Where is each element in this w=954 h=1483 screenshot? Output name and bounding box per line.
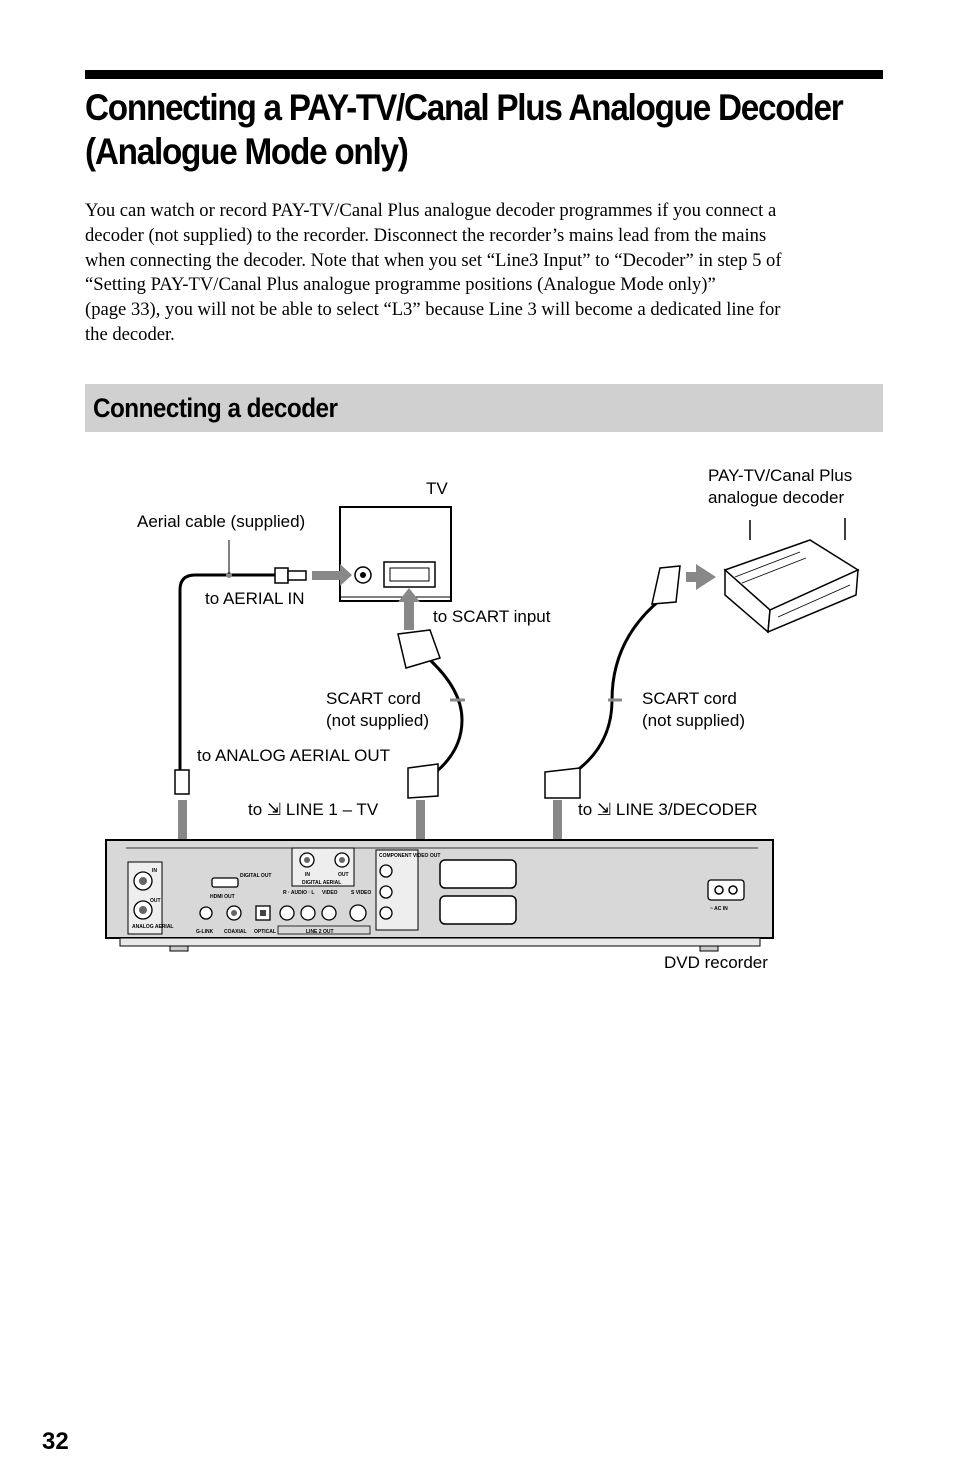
decoder-illustration (723, 518, 860, 634)
to-scart-input-label: to SCART input (433, 607, 551, 626)
svg-text:~ AC IN: ~ AC IN (710, 906, 728, 912)
page-title-line-2: (Analogue Mode only) (85, 131, 409, 172)
dvd-recorder-illustration: IN OUT ANALOG AERIAL G-LINK HDMI OUT DIG… (105, 839, 774, 952)
svg-text:OUT: OUT (150, 898, 161, 904)
to-line3-label: to ⇲ LINE 3/DECODER (578, 800, 758, 819)
scart-cord-right-line-2: (not supplied) (642, 711, 746, 730)
scart-cord-left (397, 629, 465, 799)
svg-text:COMPONENT VIDEO OUT: COMPONENT VIDEO OUT (379, 853, 440, 859)
page-title-line-1: Connecting a PAY-TV/Canal Plus Analogue … (85, 87, 844, 128)
aerial-cable-label: Aerial cable (supplied) (137, 512, 306, 531)
svg-text:OPTICAL: OPTICAL (254, 929, 276, 935)
page-title: Connecting a PAY-TV/Canal Plus Analogue … (85, 86, 844, 174)
svg-text:ANALOG AERIAL: ANALOG AERIAL (132, 924, 173, 930)
title-rule (85, 70, 883, 79)
decoder-label-line-2: analogue decoder (708, 488, 845, 507)
intro-line: “Setting PAY-TV/Canal Plus analogue prog… (85, 274, 716, 296)
svg-text:S VIDEO: S VIDEO (351, 890, 371, 896)
svg-text:G-LINK: G-LINK (196, 929, 214, 935)
scart-cord-left-line-1: SCART cord (326, 689, 421, 708)
svg-text:COAXIAL: COAXIAL (224, 929, 247, 935)
to-analog-aerial-out-label: to ANALOG AERIAL OUT (197, 746, 391, 765)
svg-text:IN: IN (305, 872, 310, 878)
tv-illustration (339, 506, 452, 602)
to-aerial-in-label: to AERIAL IN (205, 589, 305, 608)
svg-text:LINE 2 OUT: LINE 2 OUT (306, 929, 334, 935)
intro-paragraph: You can watch or record PAY-TV/Canal Plu… (85, 199, 885, 348)
svg-text:R · AUDIO · L: R · AUDIO · L (283, 890, 314, 896)
svg-text:VIDEO: VIDEO (322, 890, 338, 896)
scart-cord-right-line-1: SCART cord (642, 689, 737, 708)
scart-cord-left-label: SCART cord (not supplied) (326, 688, 429, 732)
intro-line: decoder (not supplied) to the recorder. … (85, 224, 767, 246)
page-number: 32 (42, 1428, 69, 1455)
section-header: Connecting a decoder (85, 384, 883, 432)
section-title: Connecting a decoder (93, 393, 338, 423)
decoder-label-line-1: PAY-TV/Canal Plus (708, 466, 853, 485)
svg-text:HDMI OUT: HDMI OUT (210, 894, 235, 900)
to-line1-label: to ⇲ LINE 1 – TV (248, 800, 379, 819)
svg-text:OUT: OUT (338, 872, 349, 878)
decoder-label: PAY-TV/Canal Plus analogue decoder (708, 465, 852, 509)
intro-line: (page 33), you will not be able to selec… (85, 299, 781, 321)
scart-cord-left-line-2: (not supplied) (326, 711, 430, 730)
svg-text:IN: IN (152, 868, 157, 874)
scart-cord-right (544, 565, 681, 799)
dvd-recorder-label: DVD recorder (664, 953, 768, 972)
intro-line: the decoder. (85, 323, 175, 345)
intro-line: when connecting the decoder. Note that w… (85, 249, 782, 271)
scart-cord-right-label: SCART cord (not supplied) (642, 688, 745, 732)
svg-text:DIGITAL OUT: DIGITAL OUT (240, 873, 271, 879)
tv-label: TV (426, 479, 448, 498)
aerial-cable (174, 540, 307, 795)
svg-text:DIGITAL AERIAL: DIGITAL AERIAL (302, 880, 341, 886)
intro-line: You can watch or record PAY-TV/Canal Plu… (85, 200, 777, 221)
connection-diagram: IN OUT ANALOG AERIAL G-LINK HDMI OUT DIG… (105, 506, 860, 952)
